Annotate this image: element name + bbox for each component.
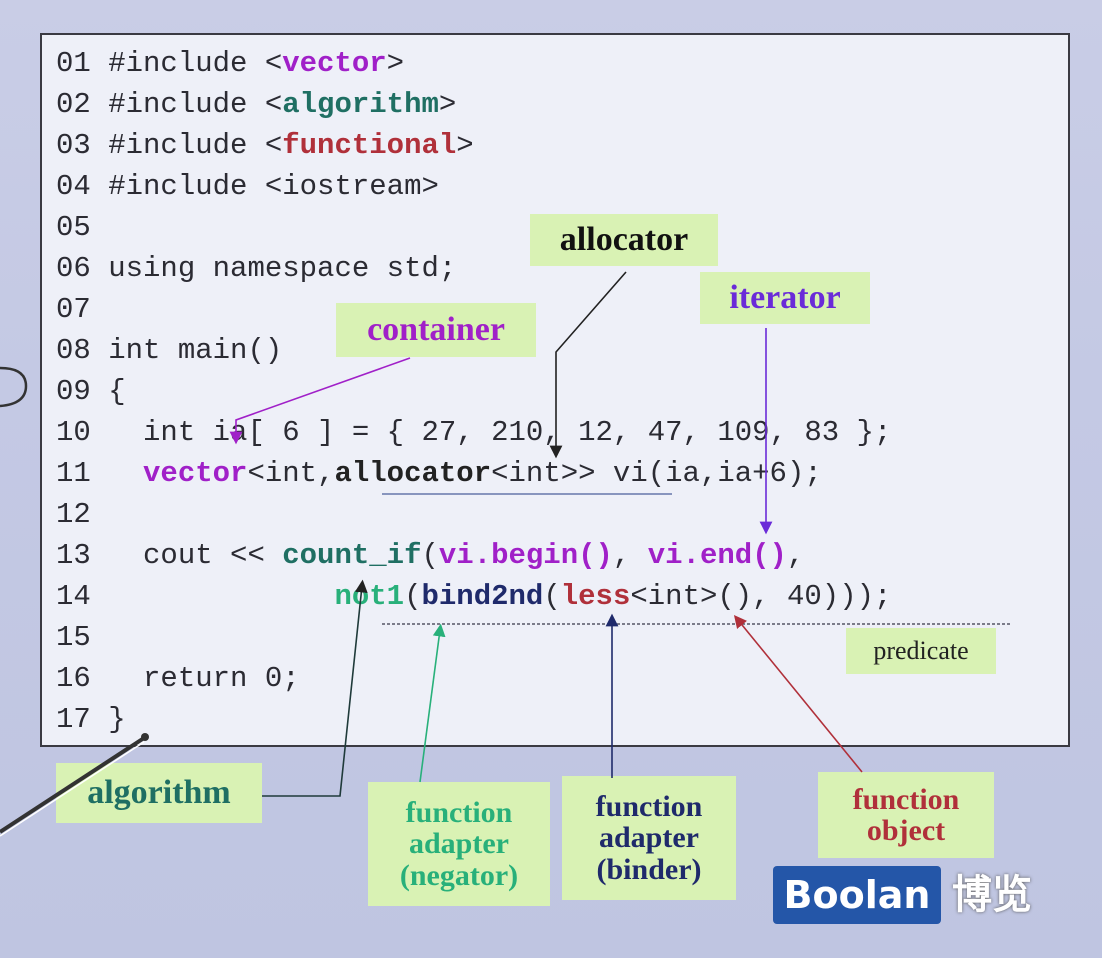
line-number: 12: [56, 498, 91, 531]
code-token: cout <<: [108, 539, 283, 572]
binder-line-2: adapter: [599, 821, 699, 855]
code-token: return 0;: [108, 662, 300, 695]
line-number: 15: [56, 621, 91, 654]
code-line: 09 {: [56, 373, 126, 411]
code-line: 16 return 0;: [56, 660, 300, 698]
code-token: ,: [612, 539, 648, 572]
code-line: 01 #include <vector>: [56, 45, 404, 83]
negator-line-3: (negator): [399, 858, 519, 892]
object-line-1: function: [852, 782, 960, 816]
line-number: 02: [56, 88, 91, 121]
tag-predicate: predicate: [846, 628, 996, 674]
code-line: 04 #include <iostream>: [56, 168, 439, 206]
object-line-2: object: [866, 814, 946, 847]
negator-line-1: function: [405, 795, 513, 829]
logo-text: Boolan: [783, 873, 931, 917]
code-token: vector: [282, 47, 387, 80]
code-line: 07: [56, 291, 108, 329]
line-number: 06: [56, 252, 91, 285]
logo-cn-text: 博览: [952, 872, 1032, 918]
code-token: >: [438, 88, 457, 121]
line-number: 11: [56, 457, 91, 490]
code-token: vector: [143, 457, 248, 490]
tag-iterator: iterator: [700, 272, 870, 324]
code-line: 15: [56, 619, 108, 657]
code-token: functional: [282, 129, 457, 162]
code-line: 03 #include <functional>: [56, 127, 474, 165]
arrow-container: [229, 357, 411, 445]
line-number: 10: [56, 416, 91, 449]
arrow-function-object: [733, 615, 863, 773]
code-token: ,: [786, 539, 805, 572]
code-token: #include <: [108, 88, 283, 121]
line-number: 14: [56, 580, 91, 613]
binder-line-3: (binder): [596, 852, 702, 886]
tag-allocator-text: allocator: [559, 221, 689, 259]
code-token: (: [543, 580, 561, 613]
code-line: 17 }: [56, 701, 126, 739]
code-line: 12: [56, 496, 108, 534]
line-number: 17: [56, 703, 91, 736]
code-token: <int>> vi(ia,ia+6);: [491, 457, 822, 490]
tag-algorithm-text: algorithm: [87, 774, 231, 812]
tag-container-text: container: [367, 311, 505, 349]
code-token: allocator: [334, 457, 492, 490]
pointer-stick: [0, 736, 146, 834]
code-line: 08 int main(): [56, 332, 282, 370]
code-token: using namespace std;: [108, 252, 457, 285]
code-token: int main(): [108, 334, 283, 367]
code-token: >: [386, 47, 405, 80]
code-token: >: [456, 129, 474, 162]
code-line: 13 cout << count_if(vi.begin(), vi.end()…: [56, 537, 804, 575]
arrow-allocator: [549, 271, 627, 459]
line-number: 16: [56, 662, 91, 695]
line-number: 04: [56, 170, 91, 203]
binder-line-1: function: [595, 789, 703, 823]
code-line: 14 not1(bind2nd(less<int>(), 40)));: [56, 578, 891, 616]
code-line: 05: [56, 209, 108, 247]
code-token: {: [108, 375, 126, 408]
code-line: 11 vector<int,allocator<int>> vi(ia,ia+6…: [56, 455, 822, 493]
arrow-algorithm: [262, 579, 368, 797]
tag-container: container: [336, 303, 536, 357]
code-token: #include <: [108, 129, 283, 162]
code-line: 02 #include <algorithm>: [56, 86, 456, 124]
line-number: 01: [56, 47, 91, 80]
arrow-negator: [419, 623, 446, 783]
line-number: 09: [56, 375, 91, 408]
code-panel: 01 #include <vector>02 #include <algorit…: [40, 33, 1070, 747]
tag-predicate-text: predicate: [873, 636, 969, 666]
left-edge-bracket: [0, 366, 28, 408]
code-line: 10 int ia[ 6 ] = { 27, 210, 12, 47, 109,…: [56, 414, 891, 452]
code-token: count_if: [282, 539, 422, 572]
code-token: not1: [334, 580, 405, 613]
tag-function-adapter-binder: function adapter (binder): [562, 776, 736, 900]
code-token: algorithm: [282, 88, 439, 121]
tag-function-adapter-negator: function adapter (negator): [368, 782, 550, 906]
code-line: 06 using namespace std;: [56, 250, 456, 288]
line-number: 03: [56, 129, 91, 162]
code-token: #include <: [108, 47, 283, 80]
tag-iterator-text: iterator: [729, 279, 841, 317]
code-token: int ia[ 6 ] = { 27, 210, 12, 47, 109, 83…: [108, 416, 892, 449]
code-token: vi.end(): [647, 539, 787, 572]
boolan-logo: Boolan: [773, 866, 941, 924]
line-number: 07: [56, 293, 91, 326]
line-number: 05: [56, 211, 91, 244]
code-token: <int>(), 40)));: [630, 580, 892, 613]
tag-allocator: allocator: [530, 214, 718, 266]
code-token: bind2nd: [421, 580, 544, 613]
negator-line-2: adapter: [409, 827, 509, 861]
line-number: 13: [56, 539, 91, 572]
code-token: (: [421, 539, 439, 572]
line-number: 08: [56, 334, 91, 367]
code-token: }: [108, 703, 126, 736]
code-token: less: [560, 580, 631, 613]
tag-function-object: function object: [818, 772, 994, 858]
code-token: <int,: [247, 457, 335, 490]
code-token: (: [404, 580, 422, 613]
code-token: #include <iostream>: [108, 170, 439, 203]
code-token: vi.begin(): [438, 539, 613, 572]
